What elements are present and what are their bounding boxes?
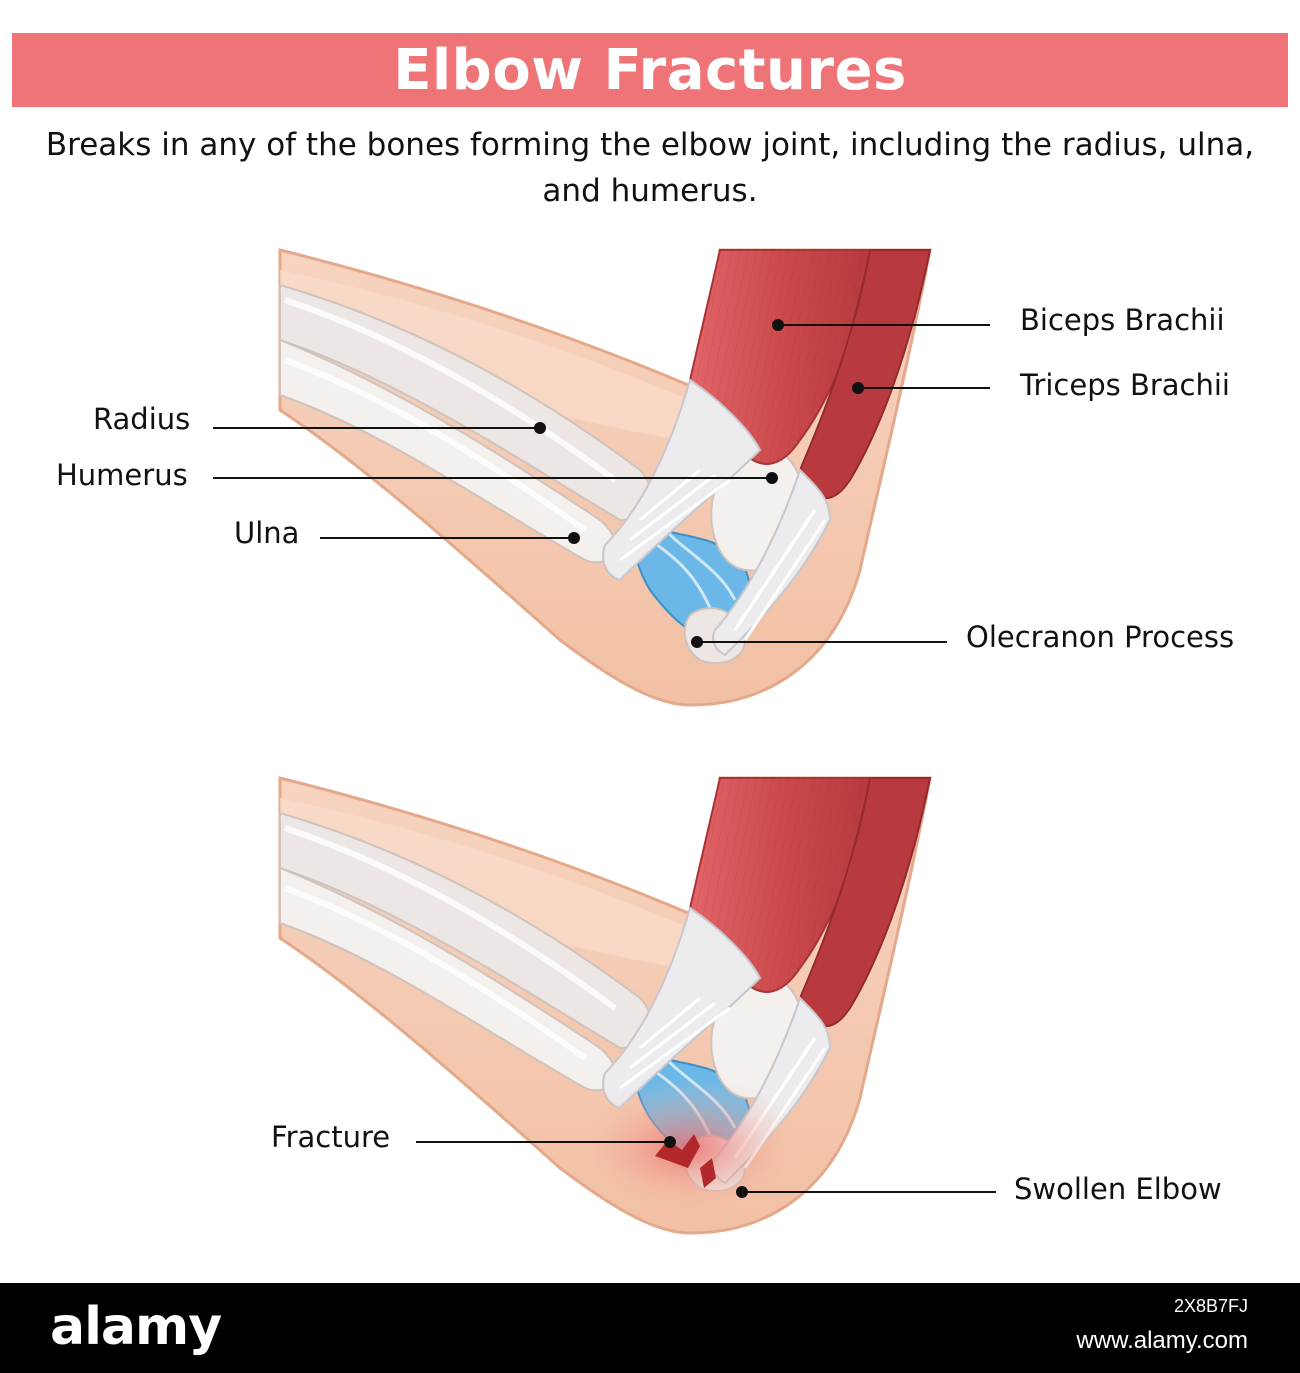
page-title: Elbow Fractures [393,37,907,103]
elbow-anatomy-bottom [280,778,930,1233]
image-id: 2X8B7FJ [1173,1296,1248,1316]
label-triceps-brachii: Triceps Brachii [1020,368,1230,402]
label-humerus: Humerus [56,458,188,492]
alamy-logo: alamy [50,1297,222,1357]
subtitle: Breaks in any of the bones forming the e… [45,127,1255,209]
label-radius: Radius [93,402,191,436]
label-ulna: Ulna [234,516,300,550]
label-fracture: Fracture [271,1120,391,1154]
footer-bar: alamy 2X8B7FJ www.alamy.com [0,1283,1300,1373]
label-swollen-elbow: Swollen Elbow [1014,1172,1222,1206]
footer-url: www.alamy.com [1076,1327,1248,1354]
leader-lines-bottom [416,1136,996,1198]
label-biceps-brachii: Biceps Brachii [1020,303,1225,337]
leader-lines-top [213,319,990,648]
label-olecranon-process: Olecranon Process [966,620,1235,654]
title-banner: Elbow Fractures [12,33,1288,107]
